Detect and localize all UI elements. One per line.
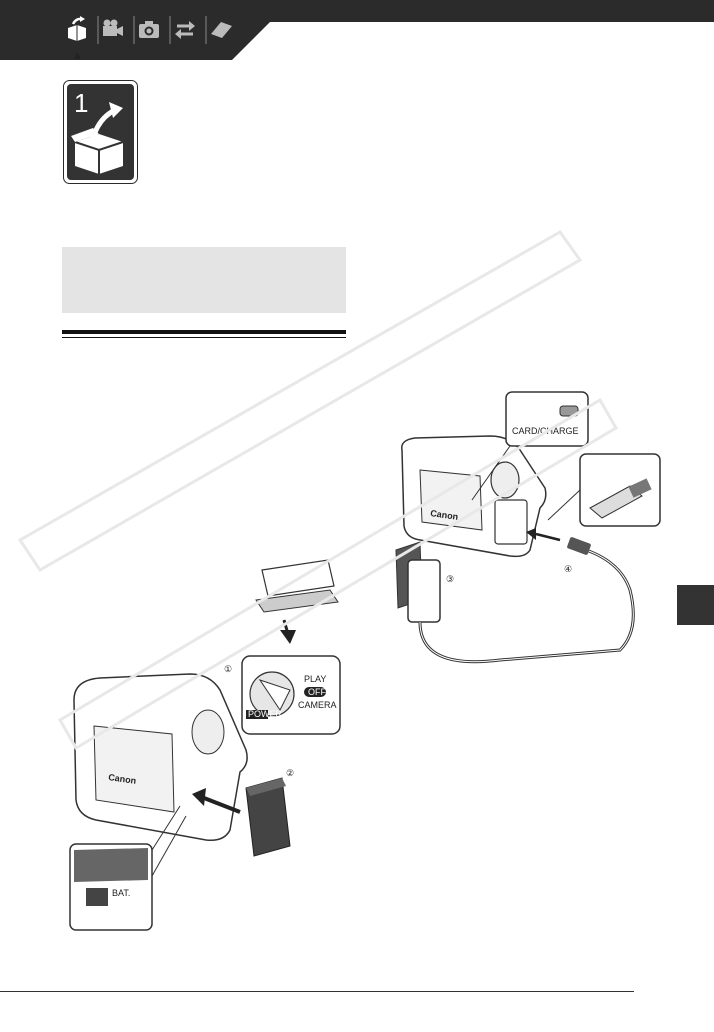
- dial-off: OFF: [308, 687, 326, 697]
- connector-inset: [547, 453, 661, 527]
- chapter-nav: [62, 14, 236, 46]
- footer-rule: [0, 991, 634, 992]
- transfer-arrows-icon: [175, 21, 195, 39]
- battery-tray: [255, 559, 339, 644]
- step-3-marker: ③: [446, 574, 454, 584]
- camcorder-side: Canon: [401, 435, 547, 558]
- step-1-marker: ①: [224, 664, 232, 674]
- movie-camera-icon: [103, 19, 123, 36]
- camcorder-front: Canon: [73, 673, 248, 842]
- bat-release-inset: BAT.: [69, 805, 187, 931]
- callout-box: [62, 247, 346, 313]
- ac-adapter: ③: [395, 541, 454, 623]
- camera-icon: [139, 21, 159, 38]
- open-box-icon: [68, 16, 86, 41]
- top-header-bar: [0, 0, 714, 60]
- power-dial-callout: PLAY OFF CAMERA POWER ①: [224, 655, 341, 735]
- nav-movie-camera[interactable]: [98, 14, 128, 44]
- battery-pack: ②: [192, 768, 294, 857]
- dial-power: POWER: [248, 709, 283, 719]
- nav-transfer[interactable]: [170, 14, 200, 44]
- open-box-icon: [71, 102, 124, 174]
- step-4-marker: ④: [564, 564, 572, 574]
- dc-plug: ④: [526, 528, 591, 574]
- book-icon: [211, 22, 232, 38]
- card-charge-label: CARD/CHARGE: [512, 426, 579, 436]
- chapter-badge: 1: [63, 80, 138, 184]
- nav-camera[interactable]: [134, 14, 164, 44]
- camcorder-brand-2: Canon: [108, 772, 137, 786]
- section-rule-thin: [62, 337, 346, 338]
- bat-label: BAT.: [112, 888, 130, 898]
- dial-camera: CAMERA: [298, 700, 337, 710]
- step-2-marker: ②: [286, 768, 294, 778]
- battery-illustration: PLAY OFF CAMERA POWER ① Canon ② BAT.: [69, 559, 341, 931]
- nav-book[interactable]: [206, 14, 236, 44]
- chapter-number: 1: [74, 88, 88, 118]
- active-chapter-pointer: ▲: [72, 50, 83, 62]
- charging-illustration: Canon CARD/CHARGE ③ ④: [395, 391, 661, 664]
- section-rule-thick: [62, 330, 346, 334]
- dc-cable: [418, 546, 635, 664]
- side-tab-marker: [677, 585, 714, 625]
- nav-open-box[interactable]: [62, 14, 92, 44]
- dial-play: PLAY: [304, 674, 326, 684]
